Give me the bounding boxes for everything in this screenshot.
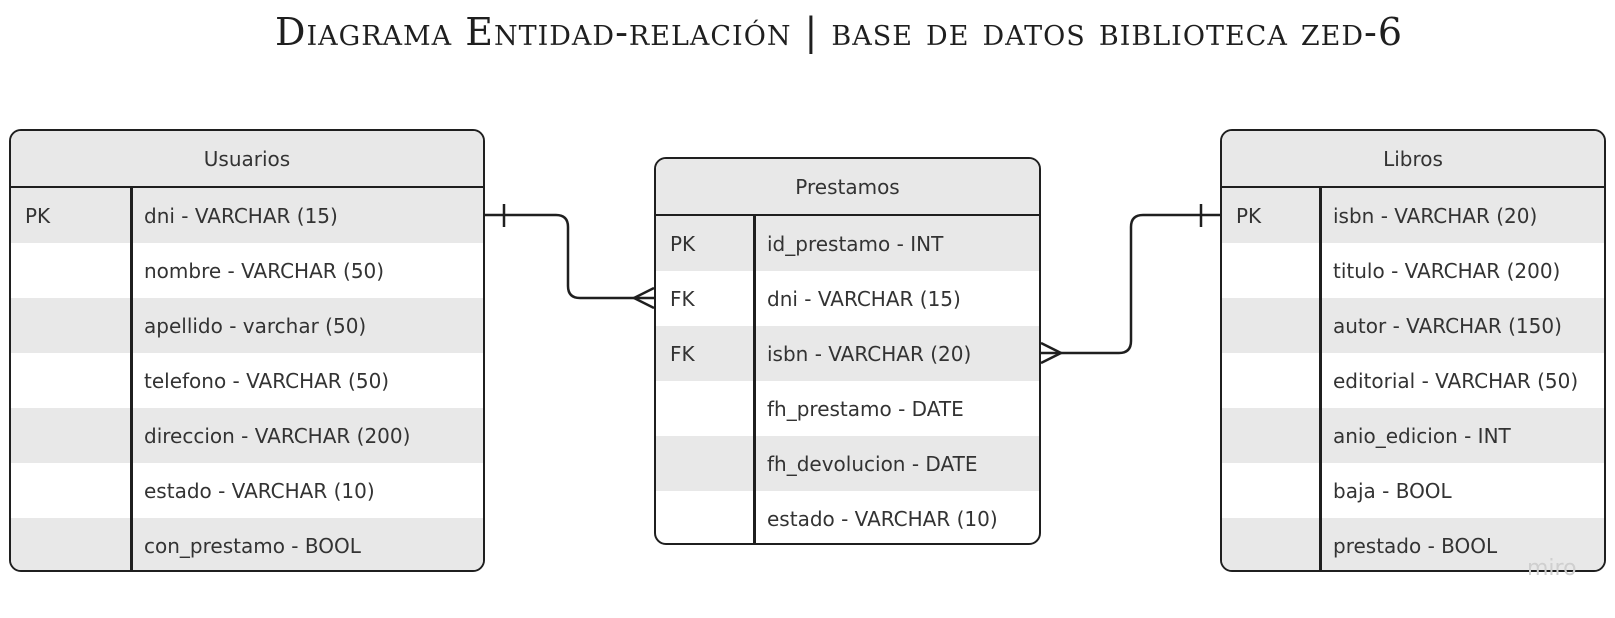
field-label: editorial - VARCHAR (50) bbox=[1333, 368, 1579, 393]
entity-header: Libros bbox=[1222, 131, 1604, 188]
key-label: FK bbox=[670, 341, 695, 366]
entity-row[interactable]: telefono - VARCHAR (50) bbox=[11, 353, 483, 408]
column-divider bbox=[753, 216, 756, 543]
key-label: PK bbox=[25, 203, 51, 228]
entity-row[interactable]: estado - VARCHAR (10) bbox=[11, 463, 483, 518]
entity-row[interactable]: fh_devolucion - DATE bbox=[656, 436, 1039, 491]
entity-row[interactable]: FK dni - VARCHAR (15) bbox=[656, 271, 1039, 326]
entity-row[interactable]: con_prestamo - BOOL bbox=[11, 518, 483, 570]
crows-foot-marker bbox=[633, 286, 655, 310]
key-label: PK bbox=[670, 231, 696, 256]
entity-row[interactable]: nombre - VARCHAR (50) bbox=[11, 243, 483, 298]
key-label: PK bbox=[1236, 203, 1262, 228]
field-label: con_prestamo - BOOL bbox=[144, 533, 361, 558]
entity-header: Prestamos bbox=[656, 159, 1039, 216]
entity-row[interactable]: PK id_prestamo - INT bbox=[656, 216, 1039, 271]
relationship-usuarios-prestamos[interactable] bbox=[485, 204, 655, 310]
column-divider bbox=[1319, 188, 1322, 570]
field-label: direccion - VARCHAR (200) bbox=[144, 423, 411, 448]
entity-row[interactable]: direccion - VARCHAR (200) bbox=[11, 408, 483, 463]
field-label: estado - VARCHAR (10) bbox=[144, 478, 375, 503]
diagram-title: Diagrama Entidad-relación | base de dato… bbox=[275, 10, 1404, 54]
entity-row[interactable]: editorial - VARCHAR (50) bbox=[1222, 353, 1604, 408]
field-label: autor - VARCHAR (150) bbox=[1333, 313, 1562, 338]
field-label: fh_devolucion - DATE bbox=[767, 451, 978, 476]
entity-row[interactable]: estado - VARCHAR (10) bbox=[656, 491, 1039, 543]
entity-row[interactable]: apellido - varchar (50) bbox=[11, 298, 483, 353]
entity-row[interactable]: PK isbn - VARCHAR (20) bbox=[1222, 188, 1604, 243]
field-label: telefono - VARCHAR (50) bbox=[144, 368, 390, 393]
field-label: estado - VARCHAR (10) bbox=[767, 506, 998, 531]
field-label: isbn - VARCHAR (20) bbox=[1333, 203, 1538, 228]
entity-row[interactable]: fh_prestamo - DATE bbox=[656, 381, 1039, 436]
entity-row[interactable]: prestado - BOOL bbox=[1222, 518, 1604, 570]
entity-row[interactable]: anio_edicion - INT bbox=[1222, 408, 1604, 463]
field-label: id_prestamo - INT bbox=[767, 231, 944, 256]
entity-row[interactable]: baja - BOOL bbox=[1222, 463, 1604, 518]
entity-rows: PK dni - VARCHAR (15) nombre - VARCHAR (50… bbox=[11, 188, 483, 570]
key-label: FK bbox=[670, 286, 695, 311]
field-label: prestado - BOOL bbox=[1333, 533, 1498, 558]
field-label: anio_edicion - INT bbox=[1333, 423, 1511, 448]
entity-prestamos[interactable]: Prestamos PK id_prestamo - INT FK dni - VAR… bbox=[654, 157, 1041, 545]
miro-watermark: miro bbox=[1527, 556, 1577, 581]
relationship-libros-prestamos[interactable] bbox=[1040, 204, 1220, 365]
entity-libros[interactable]: Libros PK isbn - VARCHAR (20) titulo - VAR… bbox=[1220, 129, 1606, 572]
entity-usuarios[interactable]: Usuarios PK dni - VARCHAR (15) nombre - VA… bbox=[9, 129, 485, 572]
entity-row[interactable]: FK isbn - VARCHAR (20) bbox=[656, 326, 1039, 381]
field-label: titulo - VARCHAR (200) bbox=[1333, 258, 1561, 283]
entity-row[interactable]: PK dni - VARCHAR (15) bbox=[11, 188, 483, 243]
field-label: isbn - VARCHAR (20) bbox=[767, 341, 972, 366]
field-label: fh_prestamo - DATE bbox=[767, 396, 964, 421]
crows-foot-marker bbox=[1040, 341, 1062, 365]
field-label: dni - VARCHAR (15) bbox=[767, 286, 961, 311]
entity-row[interactable]: autor - VARCHAR (150) bbox=[1222, 298, 1604, 353]
entity-row[interactable]: titulo - VARCHAR (200) bbox=[1222, 243, 1604, 298]
column-divider bbox=[130, 188, 133, 570]
entity-header: Usuarios bbox=[11, 131, 483, 188]
entity-rows: PK isbn - VARCHAR (20) titulo - VARCHAR (2… bbox=[1222, 188, 1604, 570]
field-label: baja - BOOL bbox=[1333, 478, 1452, 503]
field-label: dni - VARCHAR (15) bbox=[144, 203, 338, 228]
field-label: nombre - VARCHAR (50) bbox=[144, 258, 385, 283]
field-label: apellido - varchar (50) bbox=[144, 313, 367, 338]
